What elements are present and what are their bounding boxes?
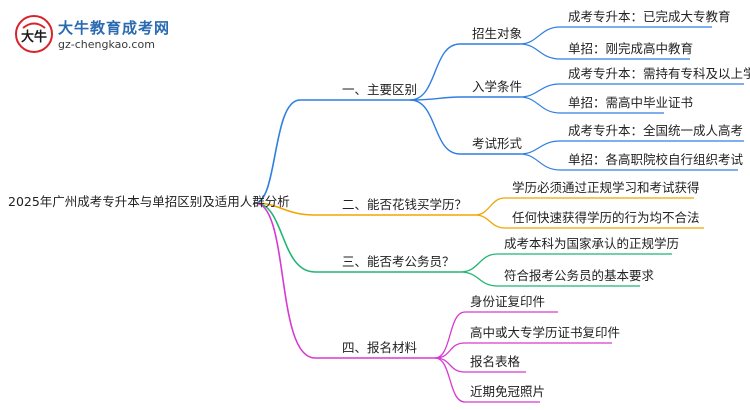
branch-4-leaf-4: 近期免冠照片 bbox=[470, 384, 546, 399]
branch-1-label: 一、主要区别 bbox=[342, 82, 418, 97]
branch-4-leaf-3: 报名表格 bbox=[470, 354, 521, 369]
connector-branch3-leaf2 bbox=[459, 271, 640, 287]
branch-1-sub-3-leaf-2: 单招：各高职院校自行组织考试 bbox=[568, 152, 744, 167]
brand-url: gz-chengkao.com bbox=[58, 38, 155, 51]
branch-2-leaf-2: 任何快速获得学历的行为均不合法 bbox=[512, 210, 700, 225]
connector-root-branch2 bbox=[254, 202, 475, 216]
branch-1-sub-3-leaf-1: 成考专升本：全国统一成人高考 bbox=[568, 123, 744, 138]
connector-sub2-leaf2 bbox=[519, 96, 664, 114]
connector-branch1-sub3 bbox=[409, 99, 520, 155]
branch-2-leaf-1: 学历必须通过正规学习和考试获得 bbox=[512, 180, 700, 195]
connector-branch4-leaf2 bbox=[434, 342, 612, 359]
root-node: 2025年广州成考专升本与单招区别及适用人群分析 bbox=[8, 194, 290, 209]
branch-3-leaf-2: 符合报考公务员的基本要求 bbox=[504, 268, 655, 283]
branch-1-sub-1-leaf-2: 单招：刚完成高中教育 bbox=[568, 41, 694, 56]
branch-4-leaf-1: 身份证复印件 bbox=[470, 294, 546, 309]
connector-sub2-leaf1 bbox=[519, 83, 744, 98]
connector-branch4-leaf1 bbox=[434, 311, 558, 359]
connector-branch1-sub1 bbox=[409, 43, 520, 101]
connector-branch2-leaf1 bbox=[474, 197, 694, 216]
branch-1-sub-2-leaf-2: 单招：需高中毕业证书 bbox=[568, 95, 694, 110]
branch-3-label: 三、能否考公务员？ bbox=[342, 254, 455, 269]
connector-sub1-leaf2 bbox=[519, 43, 690, 60]
brand-name: 大牛教育成考网 bbox=[58, 19, 171, 37]
logo: 大牛 大牛教育成考网 gz-chengkao.com bbox=[14, 14, 204, 56]
connector-branch2-leaf2 bbox=[474, 214, 704, 229]
connector-branch4-leaf4 bbox=[434, 357, 540, 403]
branch-4-leaf-2: 高中或大专学历证书复印件 bbox=[470, 325, 621, 340]
branch-1-sub-1-label: 招生对象 bbox=[472, 26, 523, 41]
connector-root-branch3 bbox=[254, 202, 460, 273]
connector-branch3-leaf1 bbox=[459, 253, 672, 273]
connector-branch4-leaf3 bbox=[434, 357, 526, 373]
branch-1-sub-2-leaf-1: 成考专升本：需持有专科及以上学历 bbox=[568, 66, 750, 81]
connector-sub3-leaf2 bbox=[519, 153, 738, 171]
logo-mark-icon: 大牛 bbox=[15, 15, 53, 53]
branch-3-leaf-1: 成考本科为国家承认的正规学历 bbox=[504, 236, 680, 251]
connector-root-branch4 bbox=[254, 202, 435, 359]
connector-root-branch1 bbox=[254, 99, 340, 204]
connector-sub3-leaf1 bbox=[519, 140, 744, 155]
connector-sub1-leaf1 bbox=[519, 26, 712, 45]
logo-mark-text: 大牛 bbox=[21, 29, 47, 45]
branch-1-sub-1-leaf-1: 成考专升本：已完成大专教育 bbox=[568, 9, 731, 24]
branch-1-sub-2-label: 入学条件 bbox=[472, 79, 523, 94]
branch-4-label: 四、报名材料 bbox=[342, 340, 418, 355]
branch-2-label: 二、能否花钱买学历？ bbox=[342, 197, 468, 212]
connector-branch1-sub2 bbox=[409, 96, 520, 101]
branch-1-sub-3-label: 考试形式 bbox=[472, 136, 523, 151]
